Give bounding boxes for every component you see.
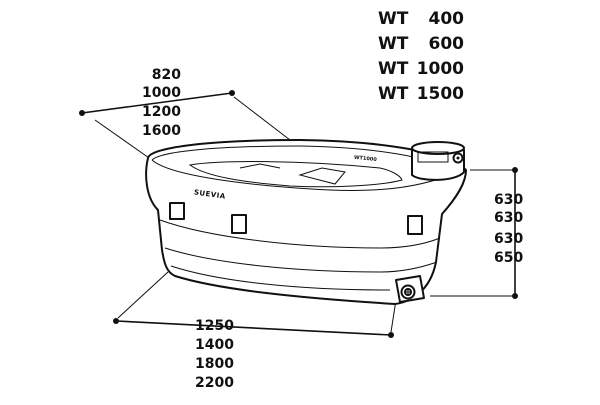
length-value: 1400 (195, 337, 234, 353)
width-value: 820 (152, 67, 181, 83)
height-dimension-labels: 630 630 630 650 (494, 192, 523, 266)
model-number: 400 (429, 9, 465, 29)
rim-model-mark: WT1000 (354, 155, 378, 163)
rim-model-text: WT1000 (354, 155, 378, 163)
rim-lug (169, 202, 185, 220)
trough-rib (164, 247, 438, 273)
width-dimension-line (79, 90, 291, 161)
trough-rib (159, 219, 441, 249)
length-dimension-line (113, 271, 397, 338)
height-dimension-line (430, 167, 518, 299)
model-number: 1500 (417, 84, 464, 104)
height-value: 630 (494, 210, 523, 226)
trough-rib (170, 265, 391, 291)
model-number: 1000 (417, 59, 464, 79)
width-value: 1600 (142, 123, 181, 139)
model-prefix: WT (378, 34, 409, 54)
valve-housing (411, 141, 465, 181)
model-number: 600 (429, 34, 465, 54)
height-value: 650 (494, 250, 523, 266)
height-value: 630 (494, 192, 523, 208)
width-value: 1000 (142, 85, 181, 101)
trough-basin (188, 161, 403, 188)
rim-lug (231, 214, 247, 234)
water-trough: SUEVIA WT1000 (145, 139, 467, 305)
length-dimension-labels: 1250 1400 1800 2200 (195, 318, 234, 391)
model-prefix: WT (378, 59, 409, 79)
model-list: WT 400 WT 600 WT 1000 WT 1500 (378, 9, 464, 104)
height-value: 630 (494, 231, 523, 247)
drain-outlet (395, 275, 425, 303)
rim-lug (407, 215, 423, 235)
model-prefix: WT (378, 9, 409, 29)
width-dimension-labels: 820 1000 1200 1600 (142, 67, 181, 139)
model-prefix: WT (378, 84, 409, 104)
width-value: 1200 (142, 104, 181, 120)
length-value: 1800 (195, 356, 234, 372)
length-value: 2200 (195, 375, 234, 391)
